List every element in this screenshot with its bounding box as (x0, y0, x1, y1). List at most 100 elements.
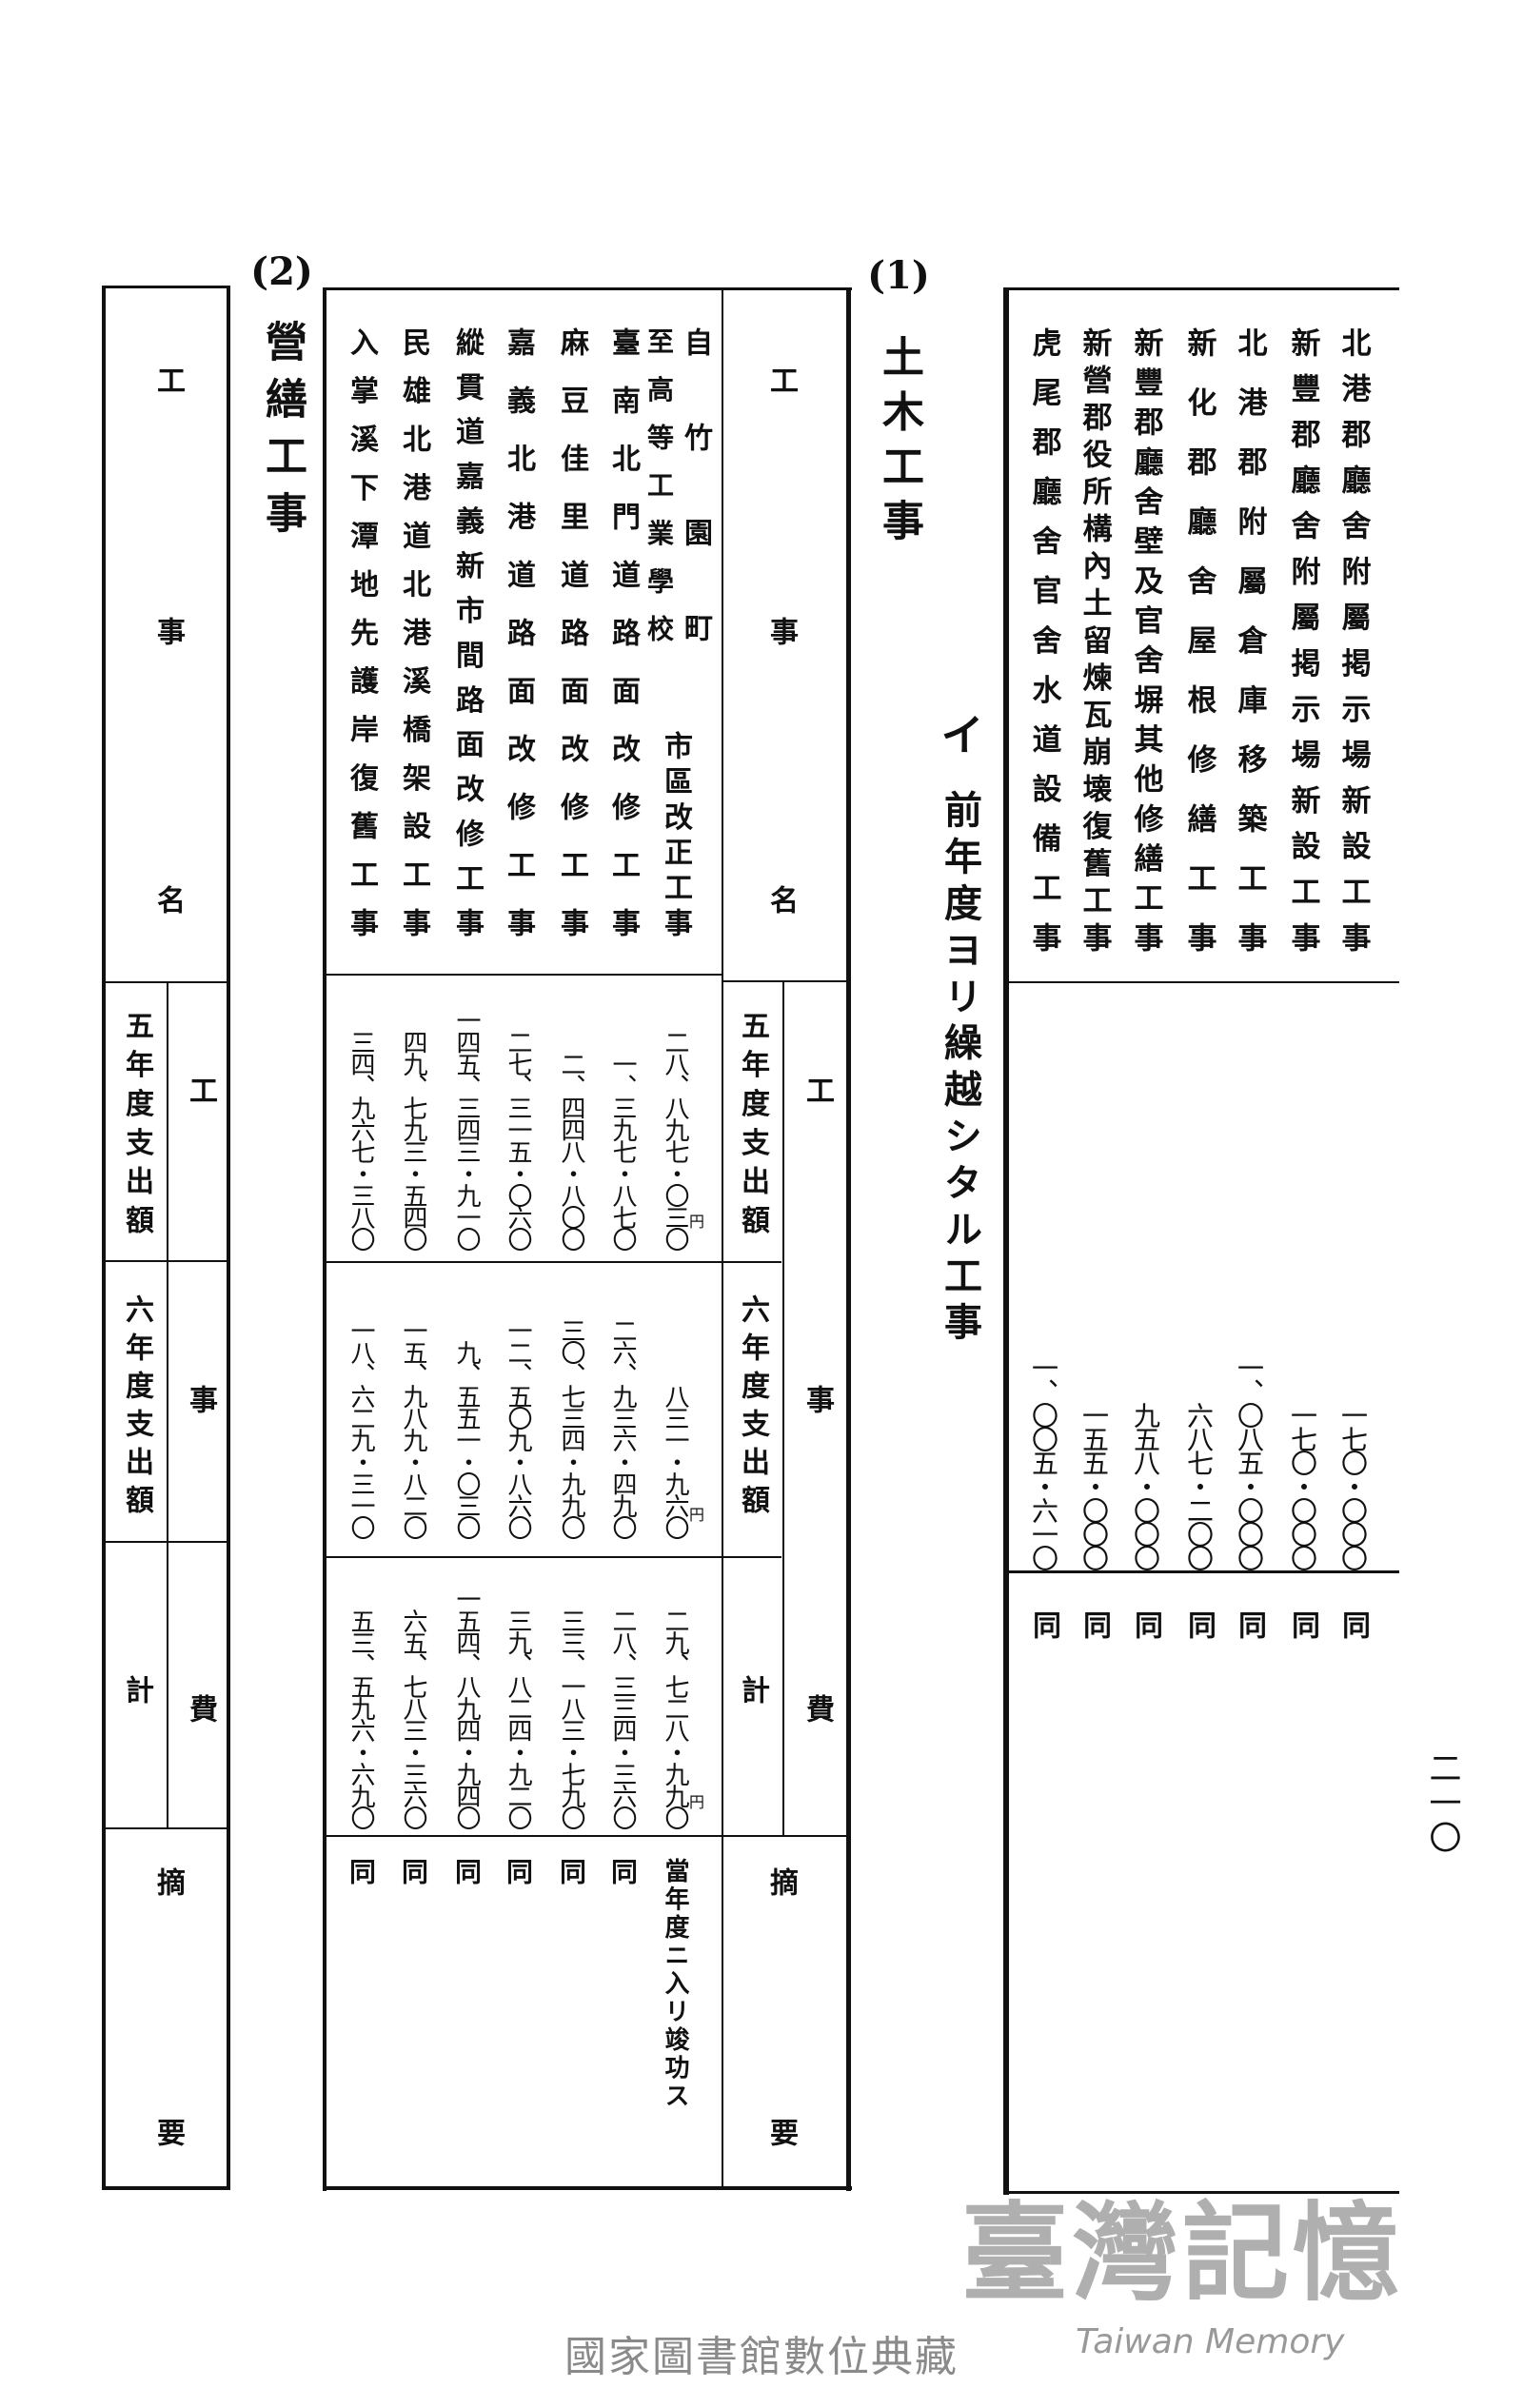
header-fy6-expenditure: 六年度支出額 (736, 1294, 769, 1513)
yen-unit-mark: 円 (689, 1213, 705, 1231)
work-name: 新豐郡廳舍壁及官舍塀其他修繕工事 (1128, 327, 1163, 952)
fy6-expenditure: 一二、五〇九・八六〇 (504, 1318, 532, 1537)
header-fy6-expenditure: 六年度支出額 (120, 1294, 153, 1513)
remark: 同 (556, 1858, 587, 1885)
work-name: 新化郡廳舍屋根修繕工事 (1181, 327, 1216, 952)
remark: 同 (1286, 1610, 1319, 1639)
work-name-from: 自竹園町 (679, 327, 712, 641)
table-rule (104, 1260, 228, 1262)
yen-unit-mark: 円 (689, 1793, 705, 1811)
remark: 同 (503, 1858, 534, 1885)
fy5-expenditure: 二、四四八・八〇〇 (557, 1052, 585, 1249)
header-work-cost: 工 (184, 1076, 217, 1104)
remark: 同 (346, 1858, 377, 1885)
remark: 同 (1336, 1610, 1370, 1639)
work-name: 入掌溪下潭地先護岸復舊工事 (345, 327, 378, 937)
amount: 一、〇〇五・六一〇 (1028, 1354, 1059, 1569)
amount: 一七〇・〇〇〇 (1287, 1402, 1318, 1569)
subsection-title: 前年度ヨリ繰越シタル工事 (938, 790, 982, 1340)
total-cost: 二九、七二八・九九〇 (661, 1609, 689, 1827)
total-cost: 二八、三三四・三六〇 (608, 1609, 637, 1827)
amount: 一、〇八五・〇〇〇 (1234, 1354, 1265, 1569)
subsection-mark: イ (934, 712, 985, 756)
table-rule (325, 1261, 781, 1263)
work-name: 北港郡附屬倉庫移築工事 (1232, 327, 1267, 952)
fy5-expenditure: 四九、七九三・五四〇 (399, 1030, 427, 1249)
total-cost: 三九、八二四・九二〇 (504, 1609, 532, 1827)
header-split-rule (167, 981, 168, 1828)
remark: 同 (451, 1858, 483, 1885)
header-work-name: 名 (151, 885, 185, 914)
watermark-title: 臺灣記憶 (961, 2191, 1403, 2316)
table-left-border (102, 286, 106, 2189)
header-work-name: 事 (151, 617, 185, 645)
work-name: 嘉義北港道路面改修工事 (502, 327, 535, 937)
section-title: 營繕工事 (258, 320, 307, 533)
remark: 同 (1027, 1610, 1060, 1639)
amount: 一五五・〇〇〇 (1078, 1402, 1110, 1569)
fy5-expenditure: 一、三九七・八七〇 (608, 1052, 637, 1249)
work-name: 市區改正工事 (659, 731, 692, 937)
header-total: 計 (736, 1675, 769, 1704)
yen-unit-mark: 円 (689, 1506, 705, 1524)
remark: 同 (1129, 1610, 1162, 1639)
fy6-expenditure: 九、五五一・〇三〇 (452, 1340, 481, 1537)
table-rule (1007, 1570, 1399, 1573)
fy6-expenditure: 八三一・九六〇 (661, 1384, 689, 1537)
fy5-expenditure: 二七、三一五・〇六〇 (504, 1030, 532, 1249)
amount: 九五八・〇〇〇 (1130, 1402, 1161, 1569)
table-top-rule (1003, 287, 1399, 290)
work-name-to: 至高等工業學校 (643, 327, 675, 641)
table-top-rule (323, 287, 852, 290)
total-cost: 六五、七八三・三六〇 (399, 1609, 427, 1827)
header-work-cost: 費 (801, 1694, 834, 1723)
header-work-cost: 工 (801, 1076, 834, 1104)
table-rule (1007, 981, 1399, 983)
fy6-expenditure: 二六、九三六・四九〇 (608, 1318, 637, 1537)
work-name: 虎尾郡廳舍官舍水道設備工事 (1026, 327, 1061, 952)
header-work-cost: 事 (801, 1385, 834, 1413)
header-fy5-expenditure: 五年度支出額 (120, 1011, 153, 1234)
table-top-rule (102, 286, 230, 288)
amount: 一七〇・〇〇〇 (1337, 1402, 1369, 1569)
total-cost: 五三、五九六・六九〇 (346, 1609, 375, 1827)
table-rule (325, 1835, 848, 1837)
remark: 同 (607, 1858, 639, 1885)
work-name: 縱貫道嘉義新市間路面改修工事 (450, 327, 484, 937)
footer-credit: 國家圖書館數位典藏 (564, 2333, 959, 2381)
table-rule (325, 974, 723, 976)
table-rule (104, 1541, 228, 1543)
work-name: 民雄北港道北港溪橋架設工事 (397, 327, 430, 937)
header-remark: 要 (764, 2118, 798, 2146)
table-left-border (323, 287, 326, 2191)
remark: 當年度ニ入リ竣功ス (661, 1858, 689, 2107)
fy6-expenditure: 三〇、七三四・九九〇 (557, 1318, 585, 1537)
table-rule (104, 1827, 228, 1829)
header-work-cost: 費 (184, 1694, 217, 1723)
amount: 六八七・二〇〇 (1183, 1402, 1215, 1569)
header-split-rule (782, 980, 784, 1835)
work-name: 麻豆佳里道路面改修工事 (555, 327, 588, 937)
table-left-border (1003, 287, 1009, 2195)
header-remark: 要 (151, 2118, 185, 2146)
fy5-expenditure: 三四、九六七・三八〇 (346, 1030, 375, 1249)
fy6-expenditure: 一五、九八九・八二〇 (399, 1318, 427, 1537)
section-number: (1) (867, 253, 930, 298)
remark: 同 (1182, 1610, 1216, 1639)
table-rule (104, 981, 228, 983)
section-title: 土木工事 (875, 335, 923, 541)
table-rule (723, 980, 847, 982)
table-bottom-rule (323, 2186, 852, 2190)
remark: 同 (1233, 1610, 1266, 1639)
work-name: 北港郡廳舍附屬掲示場新設工事 (1335, 327, 1371, 952)
section-number: (2) (250, 249, 313, 294)
header-column-rule (722, 287, 723, 2186)
remark: 同 (398, 1858, 429, 1885)
table-bottom-rule (102, 2186, 230, 2190)
table-right-border (227, 286, 230, 2189)
table-right-border (846, 287, 851, 2191)
page-number: 二一〇 (1423, 1751, 1461, 1850)
fy6-expenditure: 一八、六二九・三一〇 (346, 1318, 375, 1537)
header-work-name: 工 (151, 365, 185, 394)
